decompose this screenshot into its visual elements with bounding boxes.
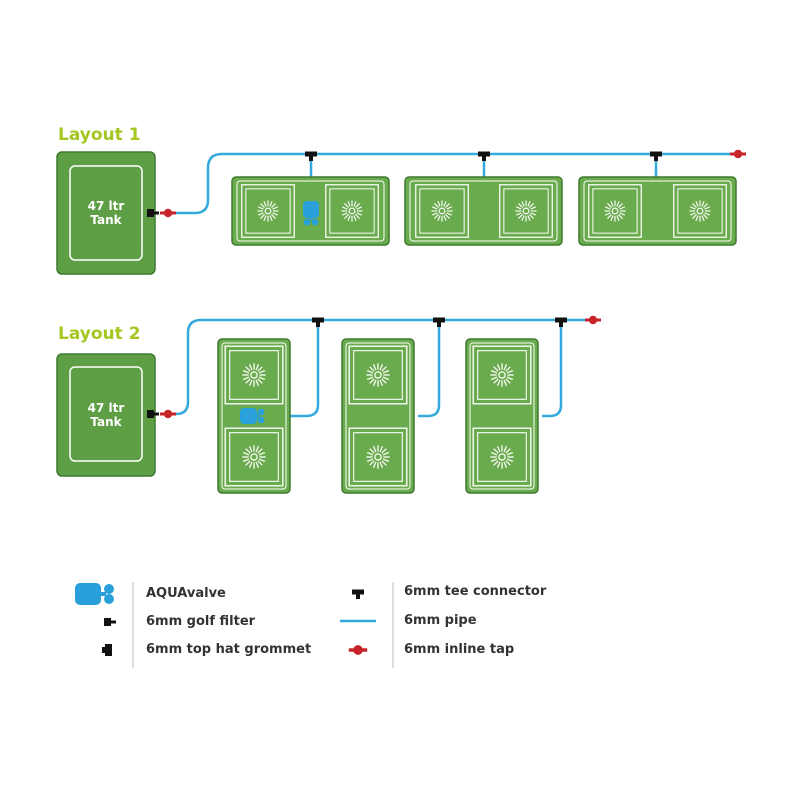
tank-1-label: 47 ltr Tank	[57, 199, 155, 227]
tray-2c	[465, 338, 539, 494]
inline-tap-icon	[160, 208, 176, 218]
legend	[75, 582, 394, 668]
tank-1-name: Tank	[90, 213, 122, 227]
inline-tap-icon	[585, 315, 601, 325]
inline-tap-icon	[348, 645, 368, 655]
tee-connector-icon	[352, 589, 364, 599]
legend-tee-label: 6mm tee connector	[404, 584, 547, 599]
tank-2-label: 47 ltr Tank	[57, 401, 155, 429]
tee-connector-icon	[650, 151, 662, 161]
tee-connector-icon	[305, 151, 317, 161]
inline-tap-icon	[160, 409, 176, 419]
aquavalve-icon	[75, 583, 114, 605]
layout-2	[56, 315, 601, 494]
layout-2-title: Layout 2	[58, 324, 141, 344]
legend-aquavalve-label: AQUAvalve	[146, 586, 226, 601]
tray-1b	[404, 176, 563, 246]
golf-filter-icon	[104, 618, 116, 626]
tray-2b	[341, 338, 415, 494]
tee-connector-icon	[555, 317, 567, 327]
pipe-layout-2	[163, 318, 590, 418]
inline-tap-icon	[730, 149, 746, 159]
layout-1-title: Layout 1	[58, 125, 141, 145]
tray-1c	[578, 176, 737, 246]
legend-golf-filter-label: 6mm golf filter	[146, 614, 256, 629]
tank-2-name: Tank	[90, 415, 122, 429]
tee-connector-icon	[312, 317, 324, 327]
legend-tap-label: 6mm inline tap	[404, 642, 515, 657]
legend-grommet-label: 6mm top hat grommet	[146, 642, 312, 657]
legend-pipe-label: 6mm pipe	[404, 613, 477, 628]
tee-connector-icon	[433, 317, 445, 327]
grommet-icon	[102, 644, 112, 656]
tank-2-capacity: 47 ltr	[87, 401, 125, 415]
tee-connector-icon	[478, 151, 490, 161]
layout-1	[56, 149, 746, 275]
tank-1-capacity: 47 ltr	[87, 199, 125, 213]
